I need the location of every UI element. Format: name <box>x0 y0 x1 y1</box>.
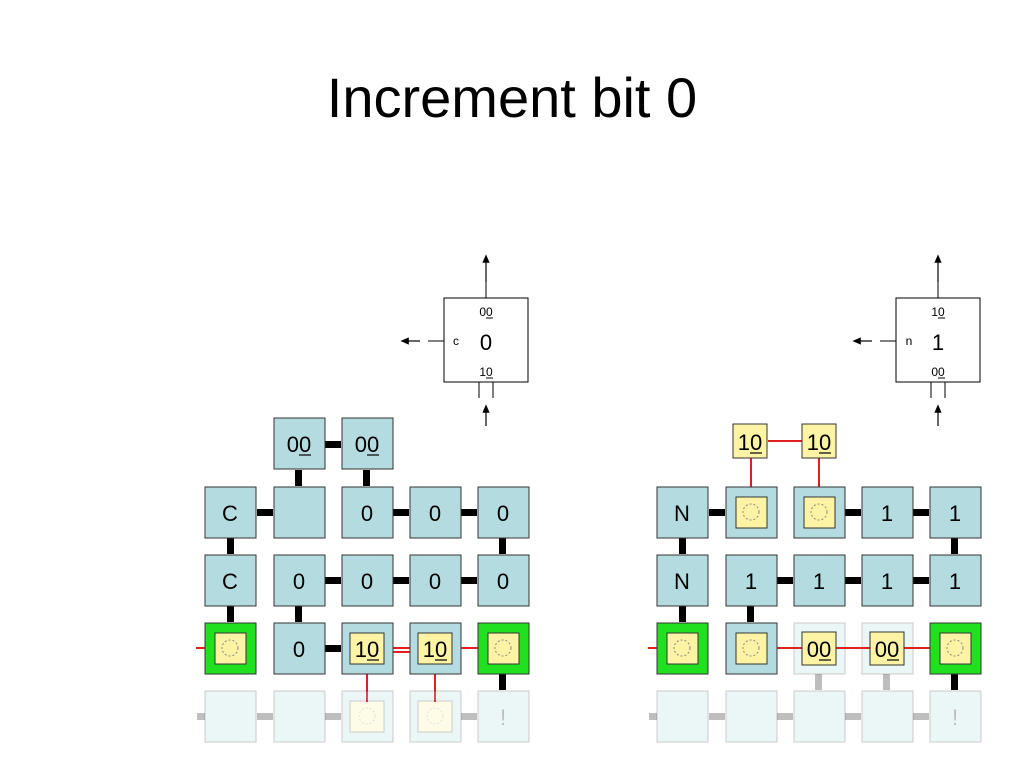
right-r2-tile-1: N <box>674 569 690 594</box>
right-r2-tile-5: 1 <box>949 569 961 594</box>
left-r1-tile-5: 0 <box>497 501 509 526</box>
left-r2-tile-2: 0 <box>293 569 305 594</box>
left-r2-tile-3: 0 <box>361 569 373 594</box>
legend-left-top-label: 00 <box>479 305 493 319</box>
legend-right-center-label: 1 <box>932 330 944 355</box>
left-top-tile-1: 00 <box>287 432 311 457</box>
right-r3-tile-4: 00 <box>875 637 899 662</box>
left-r3-tile-4: 10 <box>423 637 447 662</box>
left-r1-tile-3: 0 <box>361 501 373 526</box>
legend-left-bottom-label: 10 <box>479 365 493 379</box>
right-r3-tile-3: 00 <box>807 637 831 662</box>
legend-right-side-label: n <box>906 334 913 348</box>
left-r1-tile-1: C <box>222 501 238 526</box>
legend-left-center-label: 0 <box>480 330 492 355</box>
right-r2-tile-3: 1 <box>813 569 825 594</box>
right-r1-tile-5: 1 <box>949 501 961 526</box>
legend-left-side-label: c <box>453 334 459 348</box>
legend-left: 00 0 c 10 <box>400 254 529 426</box>
left-r2-tile-1: C <box>222 569 238 594</box>
legend-right: 10 1 n 00 <box>852 254 981 426</box>
left-r2-tile-5: 0 <box>497 569 509 594</box>
left-r2-tile-4: 0 <box>429 569 441 594</box>
right-r1-tile-1: N <box>674 501 690 526</box>
right-faded-tile-5: ! <box>952 705 958 730</box>
right-top-tile-1: 10 <box>738 430 762 455</box>
right-faded-row: ! <box>656 690 982 743</box>
right-r1-tile-4: 1 <box>881 501 893 526</box>
left-faded-row: ! <box>204 690 530 743</box>
legend-right-bottom-label: 00 <box>931 365 945 379</box>
slide-title: Increment bit 0 <box>326 66 698 129</box>
right-r2-tile-2: 1 <box>745 569 757 594</box>
right-top-tile-2: 10 <box>807 430 831 455</box>
left-r3-tile-3: 10 <box>355 637 379 662</box>
left-grid-bonds <box>227 441 506 690</box>
right-grid: 10 10 N 1 1 N 1 1 1 1 <box>648 423 982 743</box>
left-top-tile-2: 00 <box>355 432 379 457</box>
right-grid-bonds <box>679 509 958 690</box>
left-r1-tile-4: 0 <box>429 501 441 526</box>
left-faded-tile-5: ! <box>500 705 506 730</box>
left-grid: 00 00 C 0 0 0 C 0 0 0 0 <box>196 417 530 743</box>
right-r2-tile-4: 1 <box>881 569 893 594</box>
left-r3-tile-2: 0 <box>293 637 305 662</box>
legend-right-top-label: 10 <box>931 305 945 319</box>
